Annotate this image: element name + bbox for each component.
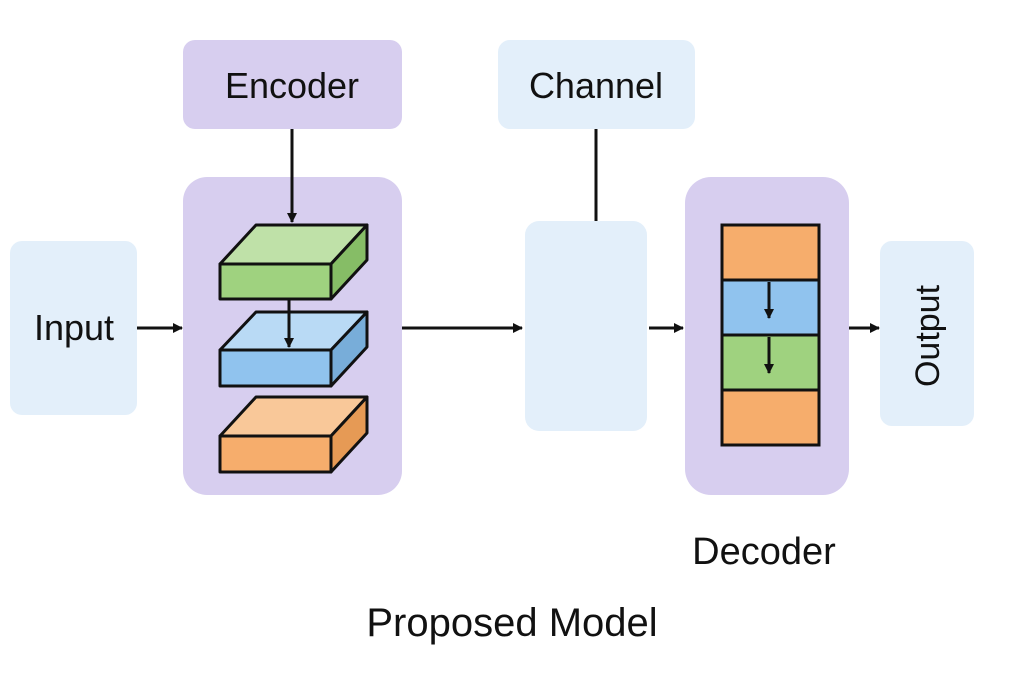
decoder-layer-orange-top: [720, 223, 821, 282]
encoder-label: Encoder: [225, 65, 359, 106]
decoder-layer-orange-bottom: [720, 388, 821, 447]
decoder-label: Decoder: [692, 531, 836, 573]
encoder-label-box: Encoder: [183, 40, 402, 129]
input-box: Input: [10, 241, 137, 415]
decoder-stack: [720, 223, 821, 447]
output-label: Output: [909, 284, 947, 387]
diagram-caption: Proposed Model: [366, 601, 657, 645]
encoder-layer-green: [218, 223, 369, 301]
input-label: Input: [34, 307, 114, 348]
output-box: Output: [880, 241, 974, 426]
channel-label-box: Channel: [498, 40, 695, 129]
encoder-layer-blue: [218, 310, 369, 388]
channel-label: Channel: [529, 65, 663, 106]
channel-body: [525, 221, 647, 431]
encoder-layer-orange: [218, 395, 369, 474]
